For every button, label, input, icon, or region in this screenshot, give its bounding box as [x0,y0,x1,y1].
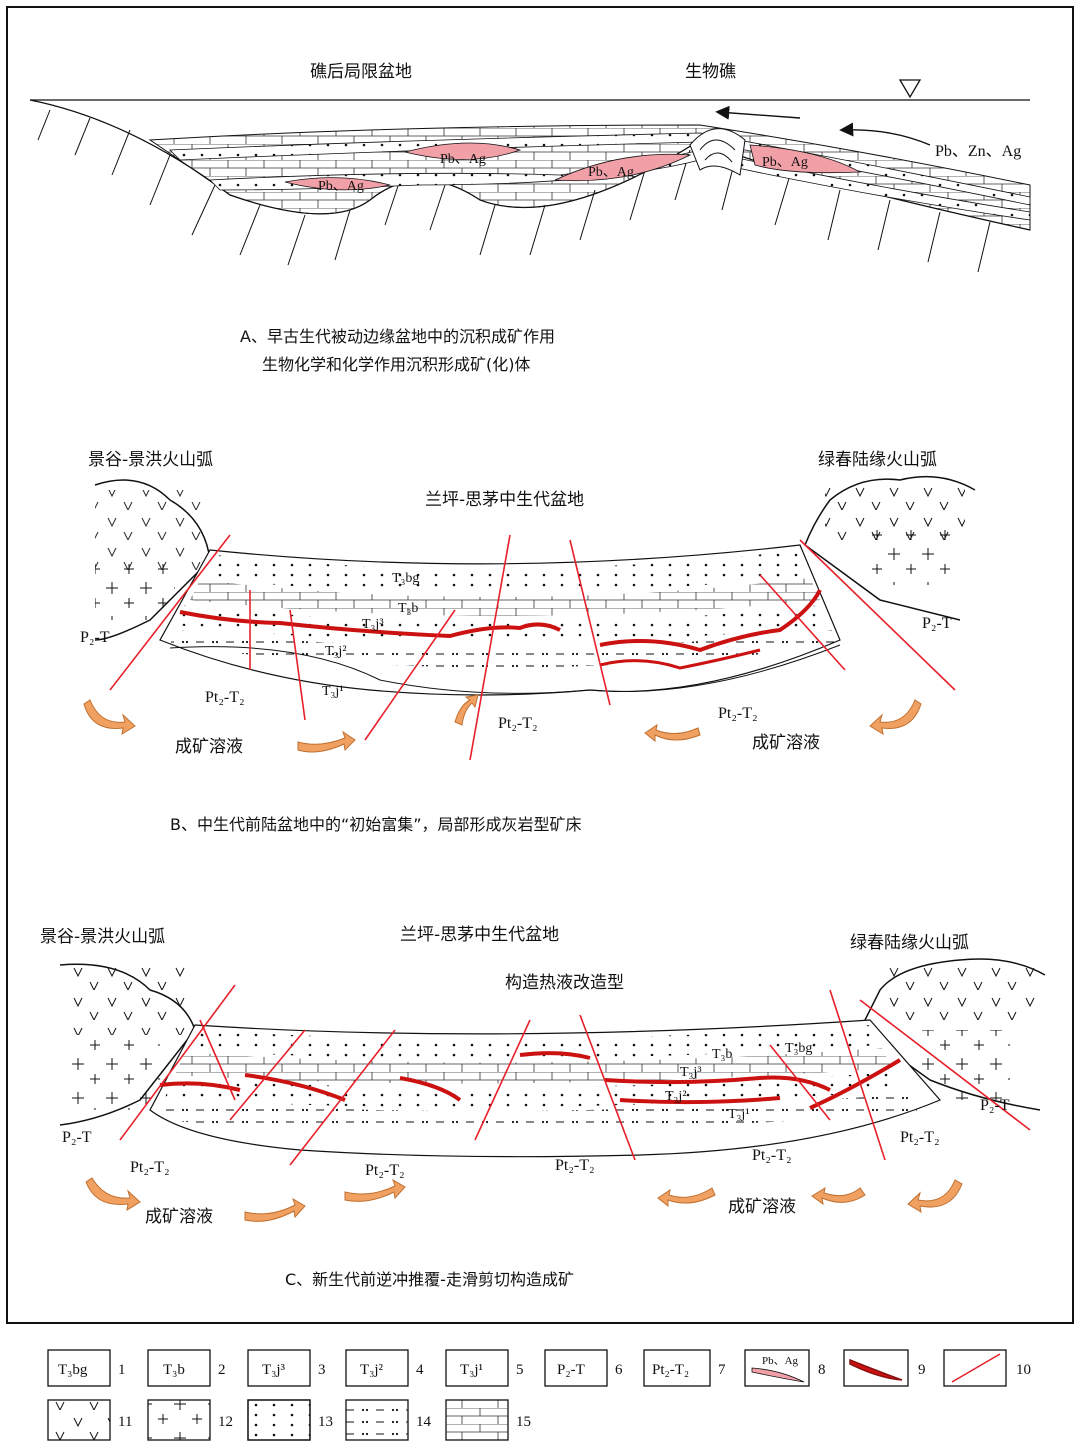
faults [109,534,956,761]
label-basin: 礁后局限盆地 [310,62,412,82]
legend-code: T₃j¹ [460,1362,483,1378]
unit-t3bg: T₃bg [785,1041,812,1056]
p2t-right: P₂-T [922,615,952,632]
label-reef: 生物礁 [685,62,736,82]
unit-t3j3: T₃j³ [680,1065,702,1080]
pt2t2-label: Pt₂-T₂ [555,1157,595,1174]
subtitle-label: 构造热液改造型 [505,973,624,993]
unit-t3b: T₃b [398,601,418,616]
panel-b: 景谷-景洪火山弧 绿春陆缘火山弧 兰坪-思茅中生代盆地 [80,450,976,834]
ore-vein [599,648,761,670]
unit-t3j2: T₃j² [665,1089,687,1104]
ore-label: Pb、Ag [762,155,808,170]
ore-label: Pb、Ag [318,179,364,194]
pt2t2-label: Pt₂-T₂ [205,689,245,706]
legend-code: T₃j² [360,1362,384,1378]
legend-code: Pt₂-T₂ [652,1362,689,1378]
unit-t3j3: T₃j³ [362,617,384,632]
unit-t3b: T₃b [712,1047,732,1062]
water-level-icon [898,79,922,99]
panel-c: 景谷-景洪火山弧 绿春陆缘火山弧 兰坪-思茅中生代盆地 构造热液改造型 [40,925,1046,1289]
right-arc-label: 绿春陆缘火山弧 [850,933,969,953]
caption-a-line2: 生物化学和化学作用沉积形成矿(化)体 [262,355,531,374]
pt2t2-label: Pt₂-T₂ [752,1147,792,1164]
legend-no: 4 [416,1362,424,1378]
left-arc-label: 景谷-景洪火山弧 [40,927,165,947]
ore-lens-3 [554,153,692,182]
legend-no: 13 [318,1414,333,1430]
unit-t3j1: T₃j¹ [322,684,344,699]
right-arc-label: 绿春陆缘火山弧 [818,450,937,470]
reef [689,128,746,176]
ore-lens-2 [284,177,391,191]
limestone-symbol [445,1399,509,1441]
volcanic-symbol [47,1399,111,1441]
fluid-arrows [83,694,922,753]
basin-label: 兰坪-思茅中生代盆地 [425,490,584,510]
panel-a: Pb、Ag Pb、Ag Pb、Ag Pb、Ag 礁后局限盆地 生物礁 Pb、Zn… [29,62,1031,374]
legend-no: 8 [818,1362,826,1378]
p2t-right: P₂-T [980,1097,1010,1114]
legend-no: 1 [118,1362,126,1378]
unit-t3j1: T₃j¹ [728,1107,750,1122]
p2t-left: P₂-T [80,629,110,646]
legend-no: 5 [516,1362,524,1378]
basin-label: 兰坪-思茅中生代盆地 [400,925,559,945]
fluid-label: 成矿溶液 [728,1197,796,1217]
legend-code: T₃j³ [262,1362,286,1378]
legend-no: 10 [1016,1362,1031,1378]
fault-symbol [951,1353,1001,1383]
legend-code: P₂-T [557,1362,585,1378]
ore-vein [159,1051,902,1110]
unit-t3bg: T₃bg [392,571,419,586]
granite-symbol [147,1399,211,1441]
pt2t2-label: Pt₂-T₂ [365,1162,405,1179]
pt2t2-label: Pt₂-T₂ [498,715,538,732]
ore-label: Pb、Ag [588,165,634,180]
siltstone-symbol [345,1399,409,1441]
legend-no: 3 [318,1362,326,1378]
caption-b: B、中生代前陆盆地中的“初始富集”，局部形成灰岩型矿床 [170,815,582,834]
left-arc-label: 景谷-景洪火山弧 [88,450,213,470]
legend: T₃bg 1 T₃b 2 T₃j³ 3 T₃j² 4 T₃j¹ 5 P₂-T 6… [47,1349,1031,1441]
legend-no: 2 [218,1362,226,1378]
caption-a-line1: A、早古生代被动边缘盆地中的沉积成矿作用 [240,327,555,346]
sandstone-symbol [247,1399,311,1441]
ore-lens-1 [404,142,522,160]
ore-label: Pb、Ag [440,152,486,167]
legend-no: 15 [516,1414,531,1430]
legend-code: T₃bg [58,1362,88,1378]
figure-frame [6,6,1074,1324]
unit-t3j2: T₃j² [325,644,347,659]
flow-arrow [715,105,801,120]
vein-symbol [849,1358,903,1381]
pt2t2-label: Pt₂-T₂ [130,1159,170,1176]
legend-no: 14 [416,1414,432,1430]
legend-no: 9 [918,1362,926,1378]
ore-vein [599,589,822,653]
pt2t2-label: Pt₂-T₂ [900,1129,940,1146]
legend-no: 11 [118,1414,132,1430]
flow-arrow [839,122,931,146]
legend-no: 6 [615,1362,623,1378]
legend-code: Pb、Ag [762,1355,799,1367]
fluid-label: 成矿溶液 [145,1207,213,1227]
fluid-arrows [85,1177,963,1222]
fluid-label: 成矿溶液 [752,733,820,753]
caption-c: C、新生代前逆冲推覆-走滑剪切构造成矿 [285,1270,574,1289]
pt2t2-label: Pt₂-T₂ [718,705,758,722]
fluid-label: 成矿溶液 [175,737,243,757]
legend-no: 12 [218,1414,233,1430]
legend-no: 7 [718,1362,726,1378]
ore-lens-4 [749,144,862,174]
label-inflow: Pb、Zn、Ag [935,143,1021,160]
ore-vein [179,610,561,639]
p2t-left: P₂-T [62,1129,92,1146]
faults [119,984,1031,1166]
legend-code: T₃b [163,1362,185,1378]
